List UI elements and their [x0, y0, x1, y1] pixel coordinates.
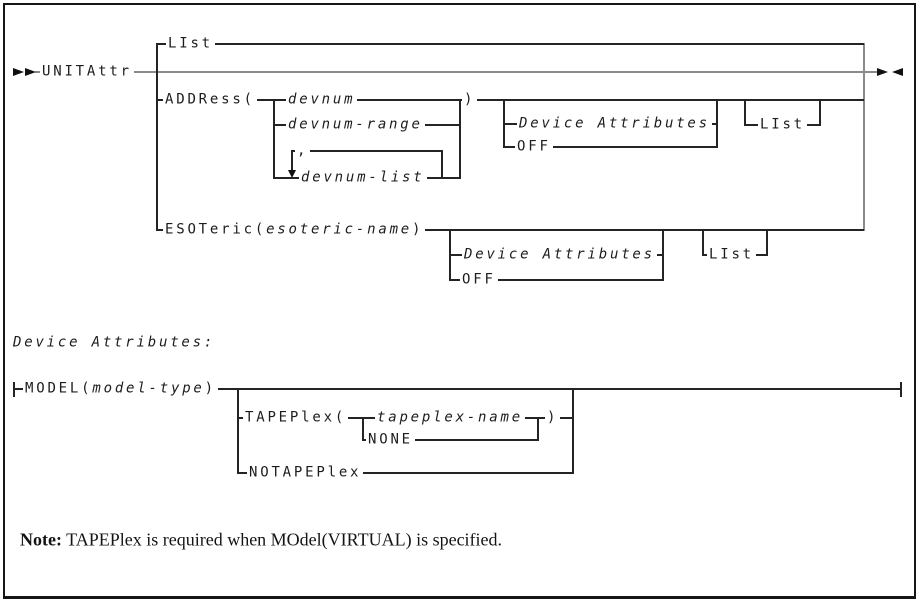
connector-line: [292, 150, 442, 152]
diagram-border: [3, 3, 916, 599]
keyword-esoteric-close: ): [412, 221, 424, 238]
operand-model-type: model-type: [92, 380, 205, 397]
keyword-tapeplex-close: ): [545, 409, 561, 426]
connector-line: [362, 417, 364, 441]
operand-esoteric-name: esoteric-name: [266, 221, 413, 238]
loop-line: [441, 150, 443, 179]
main-rail: [35, 70, 878, 74]
keyword-esoteric-open: ESOTeric(: [165, 221, 267, 238]
note-body: TAPEPlex is required when MOdel(VIRTUAL)…: [61, 529, 503, 550]
connector-line: [157, 229, 864, 231]
keyword-list-default: LIst: [166, 35, 215, 52]
connector-line: [157, 43, 864, 45]
connector-line: [503, 99, 505, 148]
end-arrow-icon: [891, 67, 903, 76]
connector-line: [572, 388, 574, 474]
connector-line: [363, 439, 538, 441]
operand-devnum-range: devnum-range: [286, 116, 425, 133]
connector-line: [702, 229, 704, 256]
connector-line: [504, 146, 717, 148]
keyword-address-open: ADDRess(: [163, 91, 257, 108]
connector-line: [716, 99, 718, 148]
branch-line: [156, 43, 158, 231]
connector-line: [238, 472, 573, 474]
connector-line: [819, 99, 821, 126]
loop-line: [291, 150, 293, 171]
keyword-notapeplex: NOTAPEPlex: [247, 464, 364, 481]
keyword-model-close: ): [204, 380, 216, 397]
operand-devnum: devnum: [286, 91, 358, 108]
connector-line: [450, 279, 663, 281]
loop-separator-comma: ,: [295, 142, 311, 159]
connector-line: [662, 229, 664, 281]
keyword-off: OFF: [460, 271, 498, 288]
keyword-off: OFF: [515, 138, 553, 155]
end-arrow-icon: [877, 67, 888, 76]
note-label: Note:: [20, 529, 62, 550]
keyword-esoteric: ESOTeric(esoteric-name): [163, 221, 426, 238]
connector-line: [537, 417, 539, 441]
loop-repeat-arrow-icon: [287, 169, 296, 178]
keyword-unitattr: UNITAttr: [40, 63, 134, 80]
connector-line: [449, 229, 451, 281]
fragment-line: [14, 388, 901, 390]
connector-line: [273, 99, 275, 179]
fragment-ref-device-attributes: Device Attributes: [517, 115, 712, 132]
fragment-start-tick: [13, 382, 15, 397]
start-arrow-icon: [13, 67, 24, 76]
start-arrow-icon: [24, 67, 36, 76]
keyword-address-close: ): [462, 91, 478, 108]
operand-tapeplex-name: tapeplex-name: [375, 409, 525, 426]
keyword-tapeplex-open: TAPEPlex(: [243, 409, 349, 426]
fragment-ref-device-attributes: Device Attributes: [462, 246, 657, 263]
merge-rail: [862, 43, 866, 231]
connector-line: [459, 99, 461, 179]
connector-line: [744, 99, 746, 126]
fragment-title: Device Attributes:: [13, 334, 216, 351]
keyword-model-open: MODEL(: [25, 380, 93, 397]
operand-devnum-list: devnum-list: [299, 169, 427, 186]
keyword-list-optional: LIst: [707, 246, 756, 263]
connector-line: [766, 229, 768, 256]
connector-line: [157, 99, 864, 101]
keyword-none: NONE: [366, 431, 415, 448]
connector-line: [237, 388, 239, 474]
keyword-model: MODEL(model-type): [23, 380, 218, 397]
keyword-list-optional: LIst: [758, 116, 807, 133]
fragment-end-tick: [900, 382, 902, 397]
note-text: Note: TAPEPlex is required when MOdel(VI…: [20, 530, 502, 551]
